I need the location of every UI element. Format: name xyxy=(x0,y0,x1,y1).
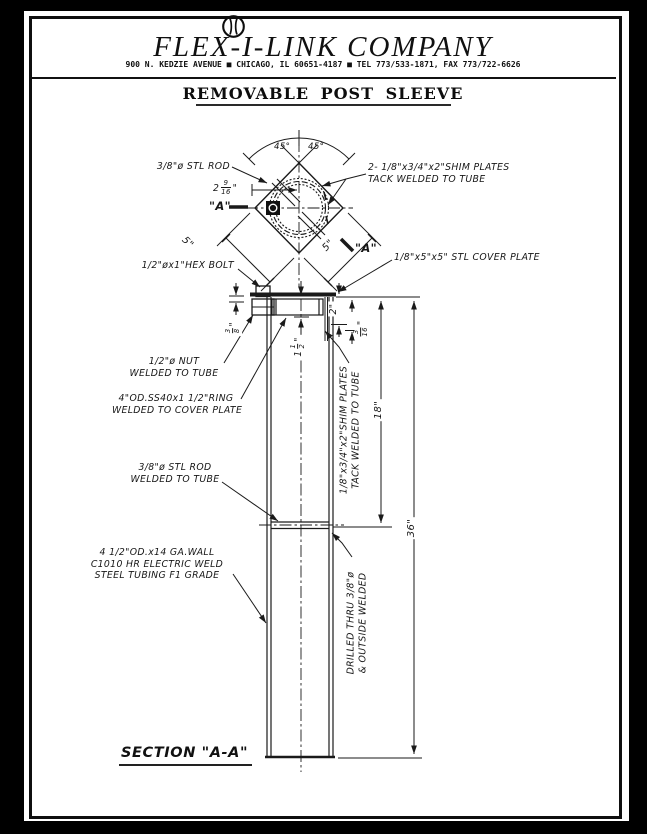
ring xyxy=(271,298,324,316)
dim-18in: 18" xyxy=(372,398,386,422)
ring-label: 4"OD.SS40x1 1/2"RING WELDED TO COVER PLA… xyxy=(112,393,243,416)
dim-2in: 2" xyxy=(328,301,340,317)
drawing-border xyxy=(29,16,622,819)
drawing-title: REMOVABLE POST SLEEVE xyxy=(182,84,464,103)
drilled-thru-label: DRILLED THRU 3/8"ø & OUTSIDE WELDED xyxy=(345,569,369,677)
company-ball-logo-icon xyxy=(222,15,245,38)
rod-label-plan: 3/8"ø STL ROD xyxy=(156,161,230,172)
angle-45-left: 45° xyxy=(274,142,291,152)
hex-bolt-head xyxy=(255,285,271,298)
title-underline xyxy=(196,104,451,106)
cover-plate-label: 1/8"x5"x5" STL COVER PLATE xyxy=(394,252,540,263)
section-title: SECTION "A-A" xyxy=(119,745,253,766)
shim-plates-label-section: 1/8"x3/4"x2"SHIM PLATES TACK WELDED TO T… xyxy=(338,363,362,497)
section-marker-a-left: "A" xyxy=(209,199,231,213)
section-view-linework xyxy=(250,285,422,772)
top-view-linework xyxy=(216,130,393,293)
section-cut-right xyxy=(339,237,355,253)
angle-45-right: 45° xyxy=(308,142,325,152)
leader-lines xyxy=(221,314,353,624)
company-address: 900 N. KEDZIE AVENUE ■ CHICAGO, IL 60651… xyxy=(125,60,521,69)
nut-label: 1/2"ø NUT WELDED TO TUBE xyxy=(129,356,219,379)
shim-plates-label-plan: 2- 1/8"x3/4"x2"SHIM PLATES TACK WELDED T… xyxy=(368,162,510,185)
header-divider xyxy=(30,77,616,79)
tubing-spec-label: 4 1/2"OD.x14 GA.WALL C1010 HR ELECTRIC W… xyxy=(90,547,224,582)
dimension-lines xyxy=(229,281,417,754)
drawing-sheet xyxy=(24,11,629,821)
dim-36in: 36" xyxy=(405,516,419,540)
section-marker-a-right: "A" xyxy=(355,241,377,255)
hex-bolt-plan xyxy=(266,201,280,215)
hex-bolt-label: 1/2"øx1"HEX BOLT xyxy=(141,260,234,271)
rod-label-section: 3/8"ø STL ROD WELDED TO TUBE xyxy=(130,462,220,485)
company-name: FLEX-I-LINK COMPANY xyxy=(153,31,493,63)
